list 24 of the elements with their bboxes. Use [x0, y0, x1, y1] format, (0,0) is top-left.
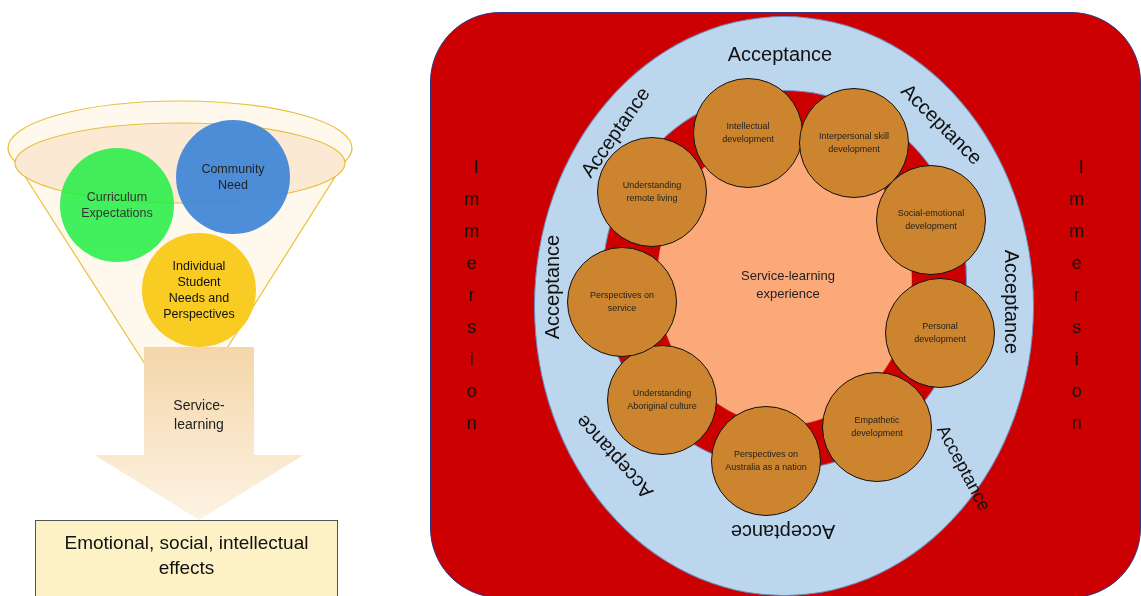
outcome-text: Emotional, social, intellectual effects: [63, 531, 310, 580]
circle-label: Individual Student Needs and Perspectives: [162, 257, 236, 323]
immersion-panel: [430, 12, 1141, 596]
circle-label: Empathetic development: [850, 413, 904, 440]
circle-label: Intellectual development: [721, 119, 775, 146]
vertical-label: Immersion: [464, 156, 489, 436]
ring-label: Acceptance: [540, 233, 564, 342]
circle-label: Personal development: [913, 319, 967, 346]
circle-label: Curriculum Expectations: [80, 188, 154, 222]
circle-label: Community Need: [200, 160, 266, 194]
ring-label: Acceptance: [729, 520, 837, 545]
ring-label: Acceptance: [1000, 248, 1024, 357]
block-arrow: [94, 347, 304, 520]
circle-label: Understanding Aboriginal culture: [626, 386, 698, 413]
circle-label: Social-emotional development: [896, 206, 966, 233]
outcome-box: [35, 520, 338, 596]
ring-label: Acceptance: [726, 42, 834, 67]
circle-label: Perspectives on service: [588, 288, 655, 315]
circle-label: Understanding remote living: [621, 179, 683, 205]
arrow-label: Service-learning: [172, 396, 226, 434]
circle-label: Perspectives on Australia as a nation: [725, 447, 807, 474]
center-label: Service-learning experience: [740, 266, 836, 303]
vertical-label: Immersion: [1069, 156, 1094, 436]
circle-label: Interpersonal skill development: [818, 129, 890, 156]
